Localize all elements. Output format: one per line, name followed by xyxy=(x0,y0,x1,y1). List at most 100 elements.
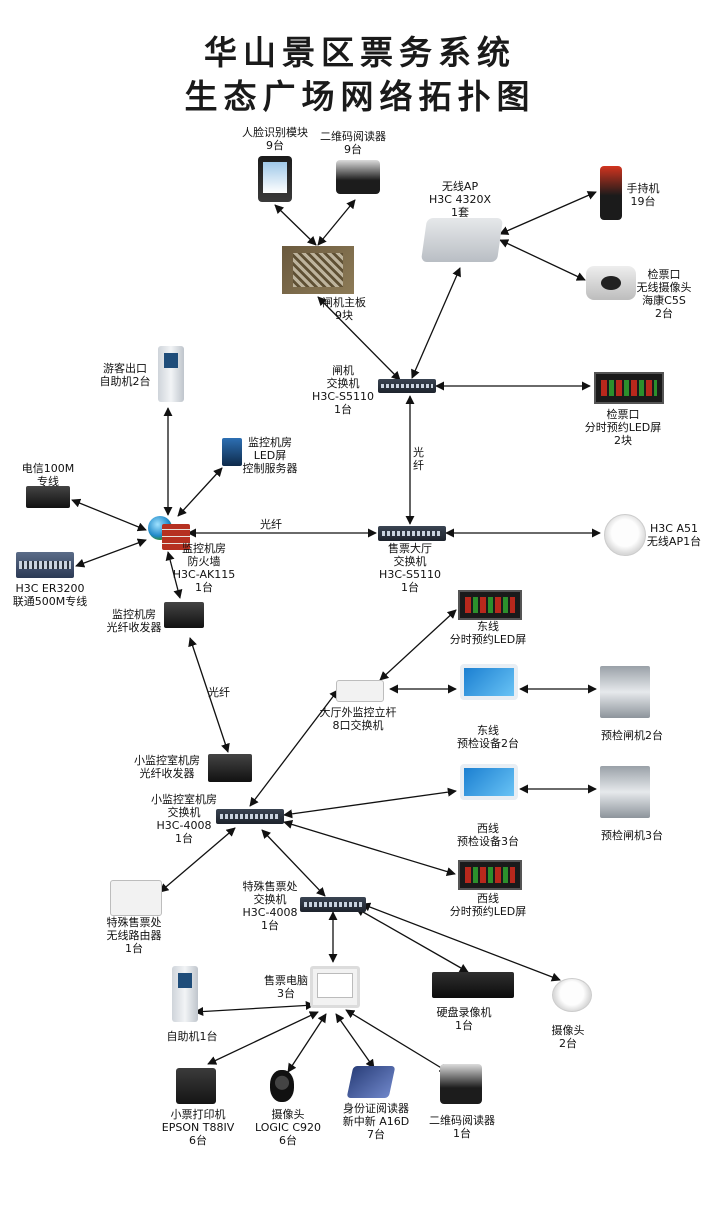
label-line: 交换机 xyxy=(393,555,427,568)
label-precheck-gate2: 预检闸机2台 xyxy=(601,729,663,742)
label-line: 特殊售票处 xyxy=(106,916,162,929)
label-line: 光纤收发器 xyxy=(139,767,195,780)
label-line: 摄像头 xyxy=(551,1024,585,1037)
qr-reader-pc-icon xyxy=(440,1064,482,1104)
label-line: 8口交换机 xyxy=(332,719,384,732)
label-line: 小监控室机房 xyxy=(134,754,200,767)
link-pc-idreader xyxy=(335,1013,375,1069)
label-line: 19台 xyxy=(630,195,656,208)
label-line: H3C-AK115 xyxy=(172,568,236,581)
gate-mainboard-icon xyxy=(282,246,354,294)
link-ap-handheld xyxy=(499,191,597,235)
label-line: 监控机房 xyxy=(112,608,156,621)
diagram-title: 华山景区票务系统 xyxy=(204,33,516,72)
label-line: 1台 xyxy=(455,1019,473,1032)
label-line: 专线 xyxy=(37,475,59,488)
label-line: H3C-4008 xyxy=(156,819,212,832)
link-ap-cam xyxy=(499,239,586,281)
label-line: 闸机主板 xyxy=(322,296,366,309)
label-line: 二维码阅读器 xyxy=(429,1114,495,1127)
label-east-precheck: 东线预检设备2台 xyxy=(457,724,519,750)
label-line: 光纤收发器 xyxy=(106,621,162,634)
er3200-router-icon xyxy=(16,552,74,578)
link-firewall-telecom xyxy=(71,498,147,532)
label-line: H3C 4320X xyxy=(429,193,491,206)
label-line: 检票口 xyxy=(647,268,681,281)
label-west-precheck: 西线预检设备3台 xyxy=(457,822,519,848)
east-led-icon xyxy=(458,590,522,620)
small-switch-icon xyxy=(216,809,284,824)
label-line: 6台 xyxy=(279,1134,297,1147)
link-smallswitch-specialswitch xyxy=(261,829,326,897)
wireless-camera-icon xyxy=(586,266,636,300)
firewall-icon xyxy=(162,524,190,550)
link-face-board xyxy=(274,204,317,246)
label-line: LOGIC C920 xyxy=(254,1121,322,1134)
label-line: 西线 xyxy=(477,822,499,835)
dome-camera-icon xyxy=(552,978,592,1012)
label-line: 1台 xyxy=(261,919,279,932)
link-smallswitch-westled xyxy=(283,820,456,876)
label-east-led: 东线分时预约LED屏 xyxy=(450,620,527,646)
label-line: 联通500M专线 xyxy=(12,595,88,608)
link-firewall-transceiver xyxy=(165,551,183,599)
link-ap-gateswitch xyxy=(411,267,461,379)
link-board-gateswitch xyxy=(317,296,401,381)
label-line: 自助机1台 xyxy=(166,1030,218,1043)
label-line: 新中新 A16D xyxy=(342,1115,410,1128)
handheld-terminal-icon xyxy=(600,166,622,220)
receipt-printer-icon xyxy=(176,1068,216,1104)
label-line: 7台 xyxy=(367,1128,385,1141)
label-line: 预检设备2台 xyxy=(457,737,519,750)
special-switch-icon xyxy=(300,897,366,912)
special-router-icon xyxy=(110,880,162,916)
label-line: 无线路由器 xyxy=(106,929,162,942)
label-line: 无线摄像头 xyxy=(636,281,692,294)
label-line: 人脸识别模块 xyxy=(242,126,308,139)
label-line: 1台 xyxy=(453,1127,471,1140)
label-line: 1台 xyxy=(125,942,143,955)
label-line: EPSON T88IV xyxy=(161,1121,235,1134)
label-line: 分时预约LED屏 xyxy=(449,905,527,918)
label-line: 9台 xyxy=(344,143,362,156)
link-pc-qrreader xyxy=(345,1009,449,1073)
label-line: 1台 xyxy=(334,403,352,416)
fiber-label-firewall-hall: 光纤 xyxy=(260,518,282,531)
precheck-gate-3-icon xyxy=(600,766,650,818)
label-line: 海康C5S xyxy=(642,294,686,307)
link-firewall-ledserver xyxy=(177,467,223,517)
link-transceiver-small xyxy=(188,637,230,753)
label-line: 身份证阅读器 xyxy=(343,1102,409,1115)
small-transceiver-icon xyxy=(208,754,252,782)
west-precheck-device-icon xyxy=(460,764,518,800)
link-smallswitch-outdoor xyxy=(249,689,339,807)
fiber-label-gate-hall: 光 纤 xyxy=(413,446,424,472)
label-line: 无线AP xyxy=(441,180,479,193)
face-recognition-module-icon xyxy=(258,156,292,202)
label-line: 手持机 xyxy=(626,182,660,195)
label-small-transceiver: 小监控室机房光纤收发器 xyxy=(134,754,200,780)
label-line: 6台 xyxy=(189,1134,207,1147)
webcam-icon xyxy=(270,1070,294,1102)
link-pc-kiosk xyxy=(194,1000,315,1017)
label-line: H3C ER3200 xyxy=(15,582,85,595)
label-line: 预检设备3台 xyxy=(457,835,519,848)
label-exit-kiosk: 游客出口自助机2台 xyxy=(100,362,151,388)
label-line: 无线AP1台 xyxy=(646,535,702,548)
label-line: 2台 xyxy=(655,307,673,320)
link-smallswitch-westprecheck xyxy=(283,787,457,819)
label-line: 小票打印机 xyxy=(170,1108,226,1121)
label-line: 预检闸机3台 xyxy=(601,829,663,842)
label-line: 游客出口 xyxy=(103,362,147,375)
